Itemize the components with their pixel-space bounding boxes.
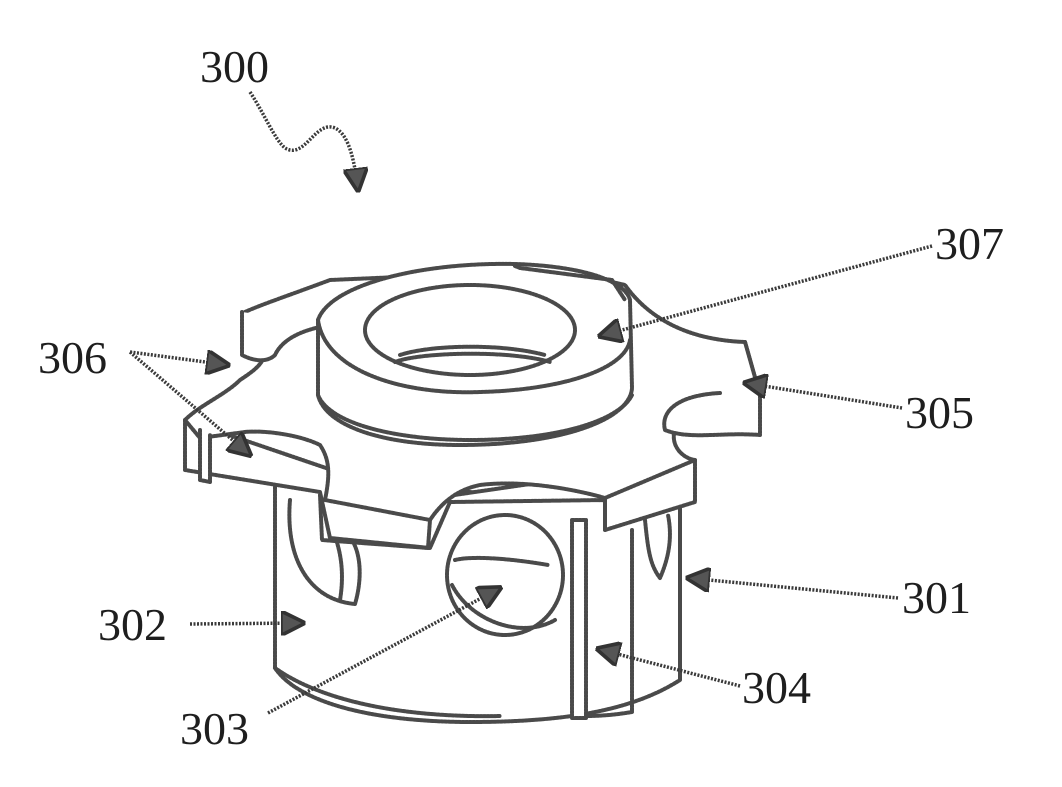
label-302: 302 (98, 599, 167, 650)
leader-302 (190, 623, 303, 624)
leader-307 (600, 246, 932, 336)
label-301: 301 (902, 572, 971, 623)
leader-301 (688, 578, 898, 598)
notch-306-lower (200, 430, 210, 482)
label-300: 300 (200, 41, 269, 92)
label-305: 305 (905, 387, 974, 438)
slot-304 (572, 520, 586, 718)
label-303: 303 (180, 703, 249, 754)
leader-300 (250, 92, 358, 190)
label-307: 307 (935, 218, 1004, 269)
raised-collar (318, 264, 632, 445)
label-304: 304 (742, 662, 811, 713)
side-hole-303 (447, 515, 563, 635)
leader-305 (745, 383, 902, 408)
label-306: 306 (38, 332, 107, 383)
